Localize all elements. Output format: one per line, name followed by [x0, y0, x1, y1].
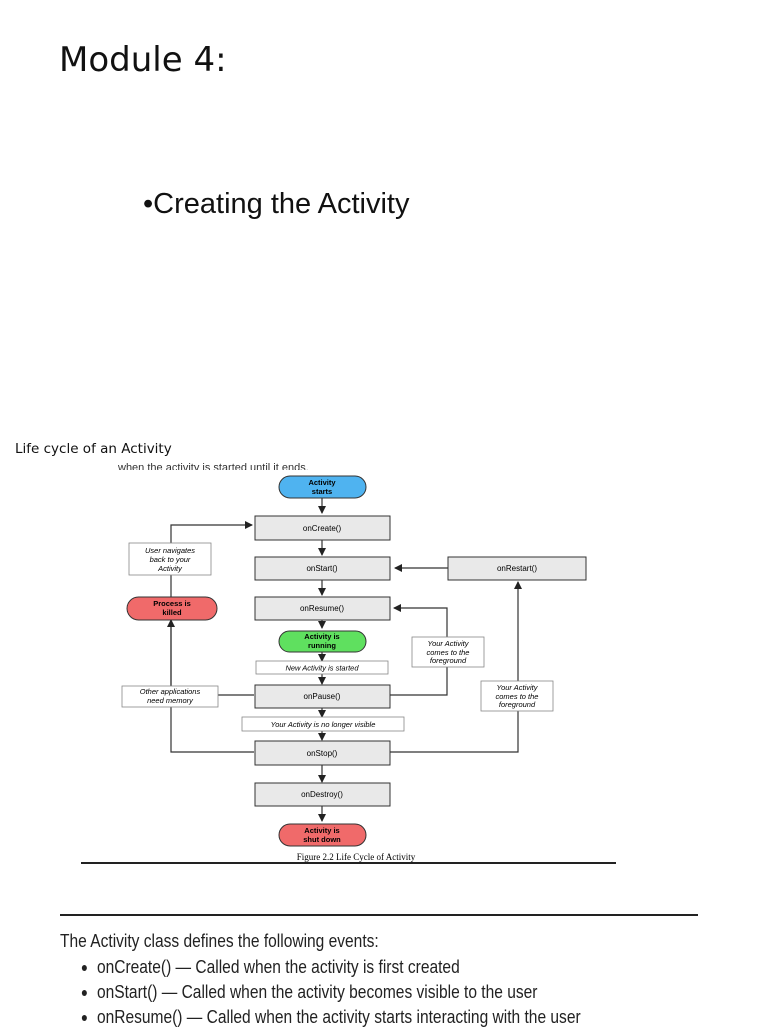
other-apps-label-1: Other applications	[140, 687, 201, 696]
activity-running-label-2: running	[308, 641, 336, 650]
foreground-note-1	[411, 636, 485, 668]
on-start-label: onStart()	[306, 564, 337, 573]
events-section: The Activity class defines the following…	[60, 930, 732, 1031]
new-activity-note	[255, 660, 389, 675]
activity-starts-label-1: Activity	[308, 478, 336, 487]
on-resume-box	[254, 596, 391, 621]
foreground-1-label-3: foreground	[430, 656, 467, 665]
on-stop-box	[254, 740, 391, 766]
on-create-box	[254, 515, 391, 541]
cut-off-text: when the activity is started until it en…	[118, 462, 309, 470]
shut-down-label-2: shut down	[303, 835, 341, 844]
foreground-2-label-3: foreground	[499, 700, 536, 709]
events-list: onCreate() — Called when the activity is…	[60, 956, 732, 1028]
on-create-label: onCreate()	[303, 524, 342, 533]
foreground-note-2	[480, 680, 554, 712]
bullet-item: •Creating the Activity	[143, 188, 410, 220]
on-destroy-box	[254, 782, 391, 807]
figure-rule	[81, 862, 616, 864]
list-item: onCreate() — Called when the activity is…	[97, 956, 732, 978]
shut-down-label-1: Activity is	[304, 826, 339, 835]
activity-running-label-1: Activity is	[304, 632, 339, 641]
process-killed-node	[126, 596, 218, 621]
foreground-2-label-2: comes to the	[496, 692, 539, 701]
user-navigates-label-1: User navigates	[145, 546, 195, 555]
diagram-connectors	[167, 498, 522, 822]
on-pause-box	[254, 684, 391, 709]
page-title: Module 4:	[59, 40, 227, 80]
user-navigates-label-3: Activity	[157, 564, 183, 573]
other-apps-label-2: need memory	[147, 696, 194, 705]
activity-running-node	[278, 630, 367, 653]
events-heading: The Activity class defines the following…	[60, 930, 379, 951]
list-item: onStart() — Called when the activity bec…	[97, 981, 732, 1003]
activity-starts-node	[278, 475, 367, 499]
process-killed-label-1: Process is	[153, 599, 191, 608]
on-restart-box	[447, 556, 587, 581]
no-longer-visible-label: Your Activity is no longer visible	[271, 720, 376, 729]
foreground-1-label-1: Your Activity	[428, 639, 470, 648]
on-resume-label: onResume()	[300, 604, 344, 613]
other-apps-note	[121, 685, 219, 708]
activity-starts-label-2: starts	[312, 487, 332, 496]
on-restart-label: onRestart()	[497, 564, 537, 573]
on-stop-label: onStop()	[307, 749, 338, 758]
section-rule	[60, 914, 698, 916]
on-pause-label: onPause()	[304, 692, 341, 701]
figure-label: Life cycle of an Activity	[15, 441, 172, 457]
user-navigates-note	[128, 542, 212, 576]
foreground-1-label-2: comes to the	[427, 648, 470, 657]
activity-shut-down-node	[278, 823, 367, 847]
on-destroy-label: onDestroy()	[301, 790, 343, 799]
figure-caption: Figure 2.2 Life Cycle of Activity	[297, 852, 416, 862]
list-item: onResume() — Called when the activity st…	[97, 1006, 732, 1028]
on-start-box	[254, 556, 391, 581]
process-killed-label-2: killed	[162, 608, 182, 617]
user-navigates-label-2: back to your	[150, 555, 191, 564]
foreground-2-label-1: Your Activity	[497, 683, 539, 692]
new-activity-label: New Activity is started	[285, 664, 359, 673]
no-longer-visible-note	[241, 716, 405, 732]
activity-lifecycle-diagram: Activity starts onCreate() onStart() onR…	[121, 475, 587, 862]
